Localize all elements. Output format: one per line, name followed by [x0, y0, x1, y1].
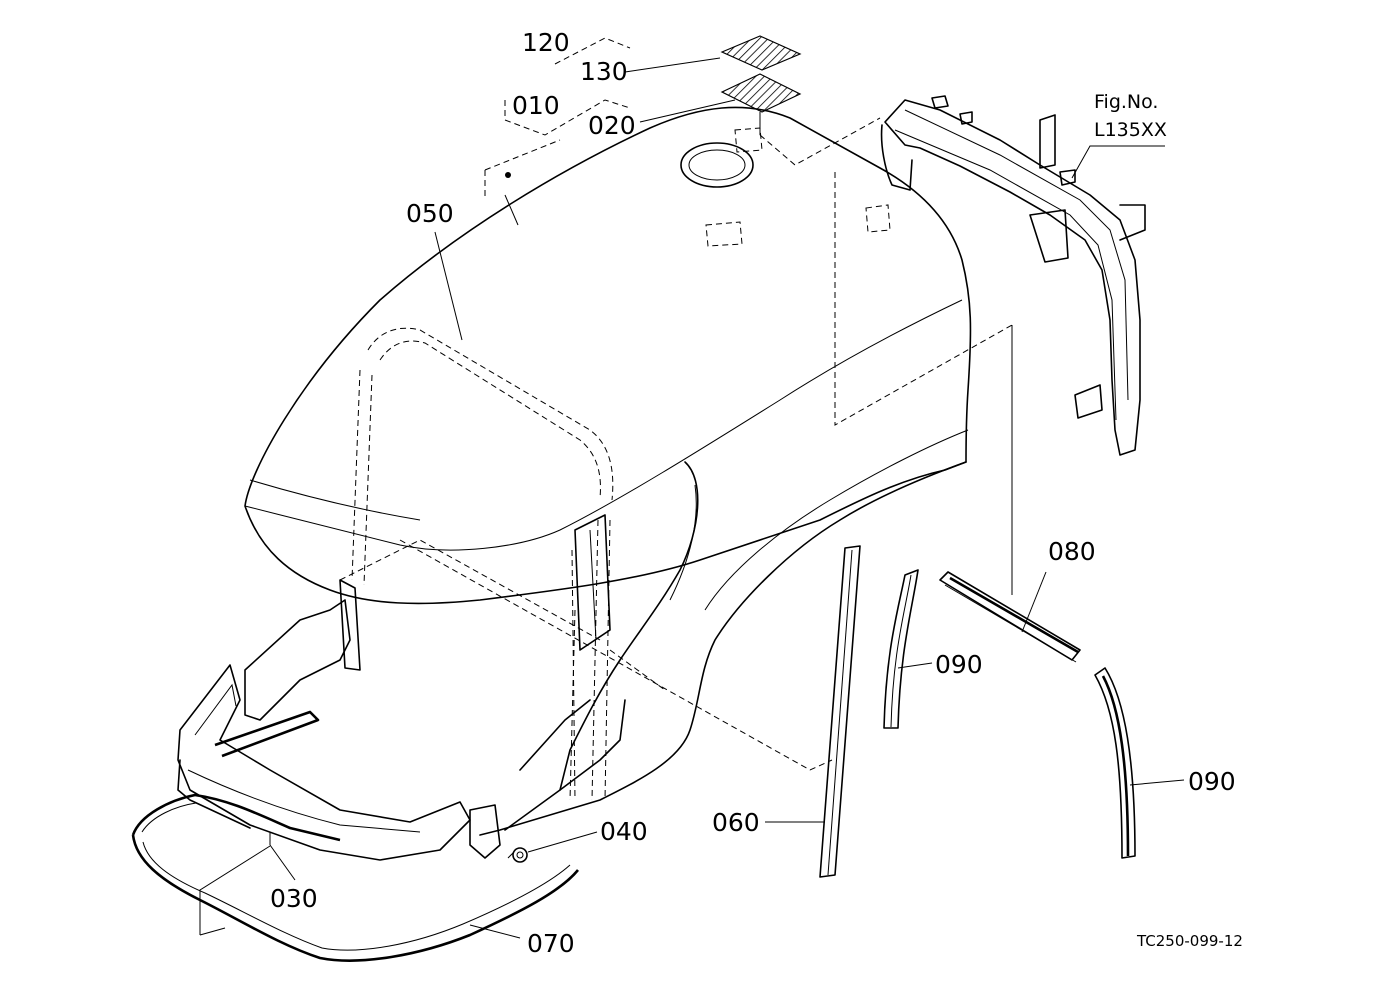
fig-ref-line1: Fig.No.: [1094, 91, 1158, 113]
label-010: 010: [512, 91, 560, 120]
fig-ref-line2: L135XX: [1094, 119, 1167, 141]
bonnet-hood-050[interactable]: [244, 106, 972, 836]
label-090-upper: 090: [935, 650, 983, 679]
strip-090-lower[interactable]: [1094, 667, 1136, 859]
nut-040[interactable]: [507, 847, 528, 863]
label-020: 020: [588, 111, 636, 140]
label-070: 070: [527, 929, 575, 958]
label-080: 080: [1048, 537, 1096, 566]
rear-frame-assembly[interactable]: [880, 95, 1146, 456]
leader-lines: [199, 37, 1185, 939]
label-030: 030: [270, 884, 318, 913]
strip-080[interactable]: [939, 571, 1081, 663]
decal-130[interactable]: [720, 35, 802, 71]
side-bracket-left[interactable]: [574, 514, 611, 651]
strip-090-upper[interactable]: [883, 569, 919, 729]
label-040: 040: [600, 817, 648, 846]
strip-060[interactable]: [819, 545, 861, 878]
label-060: 060: [712, 808, 760, 837]
label-090-lower: 090: [1188, 767, 1236, 796]
figure-reference: Fig.No. L135XX: [1094, 91, 1167, 141]
label-050: 050: [406, 199, 454, 228]
part-labels: 120 130 010 020 050 080 090 090 060 040 …: [270, 28, 1236, 958]
drawing-id: TC250-099-12: [1136, 932, 1243, 950]
seal-strip-070[interactable]: [131, 710, 580, 962]
label-120: 120: [522, 28, 570, 57]
decal-020[interactable]: [720, 73, 802, 113]
front-bracket-030[interactable]: [177, 579, 626, 861]
label-130: 130: [580, 57, 628, 86]
